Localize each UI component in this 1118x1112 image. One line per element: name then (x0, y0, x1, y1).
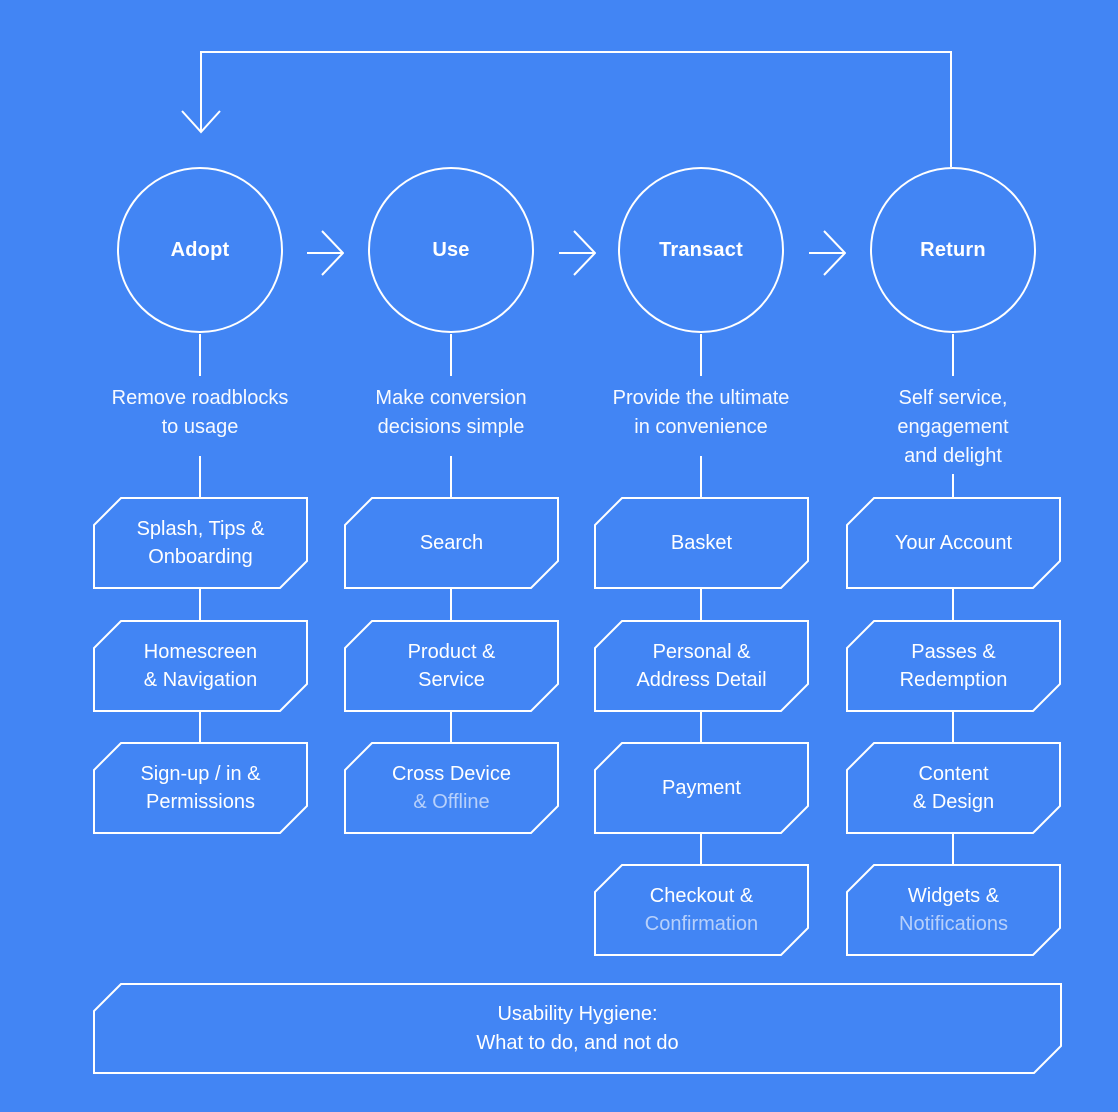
hexagon-outline (594, 742, 809, 834)
node-label: Your Account (894, 532, 1013, 554)
node-label: Checkout & Confirmation (644, 885, 759, 935)
hexagon-outline (846, 497, 1061, 589)
connector (700, 712, 702, 742)
node-basket: Basket (594, 497, 809, 589)
connector (199, 334, 201, 376)
stage-label: Adopt (170, 238, 230, 261)
feedback-loop-right-line (950, 51, 952, 167)
stage-circle-return: Return (870, 167, 1036, 333)
node-your-account: Your Account (846, 497, 1061, 589)
node-passes-redemption: Passes & Redemption (846, 620, 1061, 712)
connector (700, 456, 702, 497)
connector (199, 589, 201, 620)
node-label: Sign-up / in & Permissions (140, 763, 261, 813)
node-widgets-notifications: Widgets & Notifications (846, 864, 1061, 956)
node-label: Personal & Address Detail (636, 641, 767, 691)
connector (952, 834, 954, 864)
stage-label: Use (432, 238, 470, 261)
node-label: Search (419, 532, 484, 554)
connector (199, 712, 201, 742)
node-label: Product & Service (407, 641, 496, 691)
connector (450, 456, 452, 497)
connector (952, 334, 954, 376)
hexagon-outline (344, 620, 559, 712)
node-label: Passes & Redemption (899, 641, 1008, 691)
hexagon-outline (846, 620, 1061, 712)
node-signup-permissions: Sign-up / in & Permissions (93, 742, 308, 834)
connector (952, 712, 954, 742)
connector (450, 334, 452, 376)
hexagon-outline (93, 983, 1062, 1074)
stage-circle-adopt: Adopt (117, 167, 283, 333)
connector (199, 456, 201, 497)
arrow-right-icon (307, 230, 344, 276)
feedback-loop-left-line (200, 51, 202, 132)
arrow-right-icon (559, 230, 596, 276)
node-product-service: Product & Service (344, 620, 559, 712)
hexagon-outline (594, 620, 809, 712)
usability-hygiene-banner: Usability Hygiene: What to do, and not d… (93, 983, 1062, 1074)
node-cross-device-offline: Cross Device & Offline (344, 742, 559, 834)
hexagon-outline (594, 864, 809, 956)
node-splash-tips-onboarding: Splash, Tips & Onboarding (93, 497, 308, 589)
hexagon-outline (846, 742, 1061, 834)
node-label: Widgets & Notifications (899, 885, 1008, 935)
connector (700, 589, 702, 620)
hexagon-outline (594, 497, 809, 589)
feedback-loop-top-line (200, 51, 952, 53)
hexagon-outline (93, 497, 308, 589)
node-label: Basket (670, 532, 733, 554)
node-personal-address-detail: Personal & Address Detail (594, 620, 809, 712)
node-label: Homescreen & Navigation (143, 641, 258, 691)
hexagon-outline (846, 864, 1061, 956)
connector (450, 712, 452, 742)
stage-label: Transact (659, 238, 743, 261)
hexagon-outline (344, 742, 559, 834)
arrow-right-icon (809, 230, 846, 276)
node-label: Payment (662, 777, 741, 799)
node-label: Content & Design (912, 763, 995, 813)
hexagon-outline (344, 497, 559, 589)
node-checkout-confirmation: Checkout & Confirmation (594, 864, 809, 956)
hexagon-outline (93, 620, 308, 712)
node-content-design: Content & Design (846, 742, 1061, 834)
arrow-down-icon (181, 110, 221, 134)
stage-circle-use: Use (368, 167, 534, 333)
stage-description-adopt: Remove roadblocks to usage (111, 387, 289, 438)
stage-circle-transact: Transact (618, 167, 784, 333)
connector (700, 334, 702, 376)
node-homescreen-navigation: Homescreen & Navigation (93, 620, 308, 712)
banner-label: Usability Hygiene: What to do, and not d… (476, 1002, 679, 1054)
node-payment: Payment (594, 742, 809, 834)
connector (450, 589, 452, 620)
connector (700, 834, 702, 864)
node-search: Search (344, 497, 559, 589)
hexagon-outline (93, 742, 308, 834)
node-label: Splash, Tips & Onboarding (136, 518, 265, 568)
stage-description-use: Make conversion decisions simple (375, 387, 527, 438)
connector (952, 589, 954, 620)
connector (952, 474, 954, 497)
stage-description-transact: Provide the ultimate in convenience (612, 387, 790, 438)
stage-description-return: Self service, engagement and delight (897, 387, 1009, 467)
node-label: Cross Device & Offline (392, 763, 511, 813)
stage-label: Return (920, 238, 986, 261)
